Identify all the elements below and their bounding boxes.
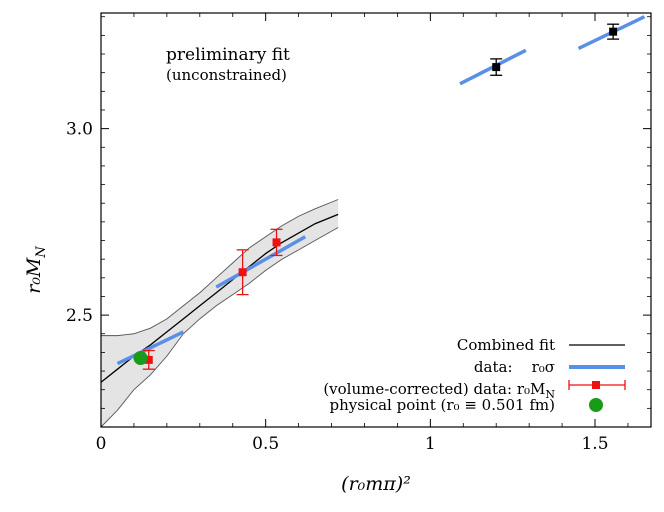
svg-text:r₀MN: r₀MN xyxy=(23,246,49,294)
plot-frame xyxy=(100,12,652,428)
errorbar-point-1-0 xyxy=(142,349,155,370)
errorbar-marker xyxy=(272,238,281,247)
legend-swatch-mn xyxy=(568,380,626,390)
legend-swatch-physical xyxy=(589,398,603,412)
errorbar-marker xyxy=(144,355,153,364)
errorbar-point-1-2 xyxy=(270,228,283,257)
fit-band-upper-edge xyxy=(101,199,339,337)
legend-label-mn: (volume-corrected) data: r₀MN xyxy=(323,380,555,401)
errorbar-point-2-1 xyxy=(607,23,620,40)
sigma-segment-0 xyxy=(116,330,185,366)
x-tick-label: 0 xyxy=(96,434,107,454)
fit-band-lower-edge xyxy=(100,227,339,428)
physical-point-marker xyxy=(133,351,148,365)
errorbar-point-2-0 xyxy=(490,58,503,76)
errorbar-marker xyxy=(492,63,501,72)
y-axis-label: r₀MN xyxy=(23,246,49,294)
fit-error-band xyxy=(100,199,339,428)
errorbar-point-1-1 xyxy=(236,249,249,296)
x-tick-label: 0.5 xyxy=(252,434,279,454)
legend: Combined fit data: r₀σ (volume-corrected… xyxy=(323,336,626,414)
sigma-segment-1 xyxy=(215,235,307,289)
legend-label-sigma: data: r₀σ xyxy=(474,358,555,376)
x-axis-label: (r₀mπ)² xyxy=(341,473,411,495)
errorbar-marker xyxy=(609,27,618,36)
errorbar-marker xyxy=(238,268,247,277)
annotation-subtitle: (unconstrained) xyxy=(166,66,287,84)
legend-label-fit: Combined fit xyxy=(457,336,555,354)
x-tick-label: 1 xyxy=(425,434,436,454)
axes: 0 0.5 1 1.5 2.5 3.0 xyxy=(66,12,652,454)
y-tick-label: 2.5 xyxy=(66,306,93,326)
annotation-title: preliminary fit xyxy=(166,45,290,65)
error-points-layer xyxy=(133,23,620,370)
x-tick-label: 1.5 xyxy=(581,434,608,454)
legend-label-physical: physical point (r₀ ≡ 0.501 fm) xyxy=(329,396,555,414)
fit-band-area xyxy=(101,199,339,427)
y-tick-label: 3.0 xyxy=(66,120,93,140)
